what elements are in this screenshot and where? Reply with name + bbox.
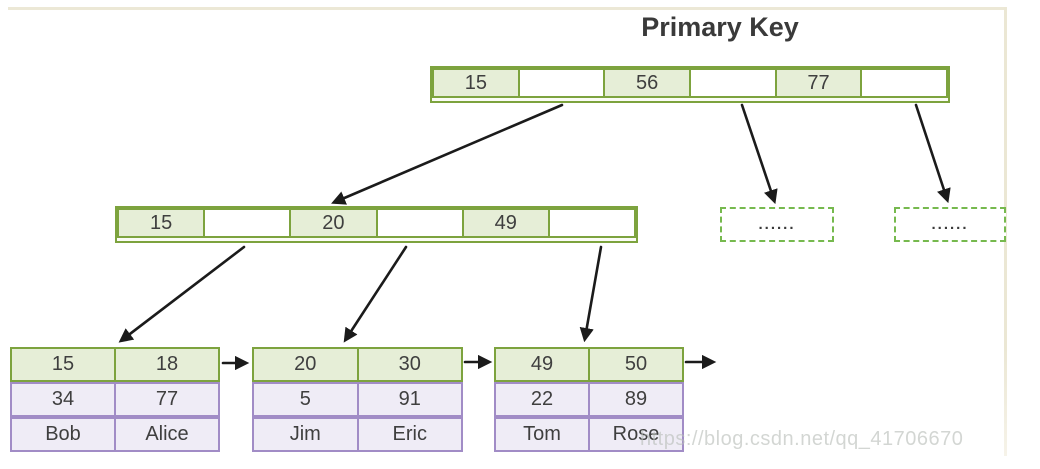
diagram-title: Primary Key: [641, 12, 799, 42]
leaf-key-cell: 49: [494, 347, 590, 382]
leaf-key-row: 20 30: [252, 347, 463, 382]
ellipsis-label: ......: [758, 216, 796, 233]
leaf-node-1: 15 18 34 77 Bob Alice: [10, 347, 220, 452]
leaf-key-cell: 15: [10, 347, 116, 382]
internal-pointer-cell: [375, 208, 464, 238]
dashed-placeholder-node: ......: [894, 207, 1006, 242]
leaf-name-row: Tom Rose: [494, 417, 684, 452]
internal-pointer-cell: [547, 208, 637, 238]
root-pointer-cell: [860, 68, 949, 98]
internal-node: 15 20 49: [115, 206, 638, 243]
leaf-value-cell: 5: [252, 382, 359, 417]
root-pointer-cell: [517, 68, 606, 98]
leaf-key-cell: 18: [114, 347, 220, 382]
leaf-name-cell: Alice: [114, 417, 220, 452]
arrow-root-to-dashed-2: [914, 103, 951, 204]
leaf-name-cell: Rose: [588, 417, 684, 452]
leaf-value-row: 5 91: [252, 382, 463, 417]
leaf-key-row: 15 18: [10, 347, 220, 382]
leaf-key-cell: 50: [588, 347, 684, 382]
leaf-key-cell: 30: [356, 347, 463, 382]
root-node: 15 56 77: [430, 66, 950, 103]
leaf-name-cell: Eric: [356, 417, 463, 452]
root-key-cell: 77: [774, 68, 863, 98]
leaf-name-row: Bob Alice: [10, 417, 220, 452]
internal-key-cell: 49: [461, 208, 550, 238]
leaf-name-cell: Bob: [10, 417, 116, 452]
root-pointer-cell: [689, 68, 777, 98]
leaf-value-cell: 34: [10, 382, 116, 417]
internal-pointer-cell: [203, 208, 292, 238]
arrow-internal-to-leaf-3: [579, 245, 603, 343]
leaf-node-2: 20 30 5 91 Jim Eric: [252, 347, 463, 452]
leaf-value-cell: 22: [494, 382, 590, 417]
leaf-value-row: 34 77: [10, 382, 220, 417]
watermark: https://blog.csdn.net/qq_41706670: [640, 428, 964, 450]
ellipsis-label: ......: [931, 216, 969, 233]
arrow-root-to-internal: [331, 103, 564, 205]
leaf-key-cell: 20: [252, 347, 359, 382]
dashed-placeholder-node: ......: [720, 207, 834, 242]
internal-key-cell: 20: [289, 208, 378, 238]
arrow-root-to-dashed-1: [740, 103, 778, 205]
root-key-cell: 15: [432, 68, 520, 98]
arrow-internal-to-leaf-2: [343, 245, 408, 343]
leaf-name-row: Jim Eric: [252, 417, 463, 452]
leaf-value-row: 22 89: [494, 382, 684, 417]
leaf-value-cell: 77: [114, 382, 220, 417]
leaf-key-row: 49 50: [494, 347, 684, 382]
leaf-value-cell: 91: [356, 382, 463, 417]
internal-key-cell: 15: [117, 208, 206, 238]
leaf-name-cell: Jim: [252, 417, 359, 452]
leaf-name-cell: Tom: [494, 417, 590, 452]
leaf-node-3: 49 50 22 89 Tom Rose: [494, 347, 684, 452]
arrow-internal-to-leaf-1: [118, 245, 246, 343]
root-key-cell: 56: [603, 68, 692, 98]
page-edge-top: [8, 7, 1007, 10]
leaf-value-cell: 89: [588, 382, 684, 417]
